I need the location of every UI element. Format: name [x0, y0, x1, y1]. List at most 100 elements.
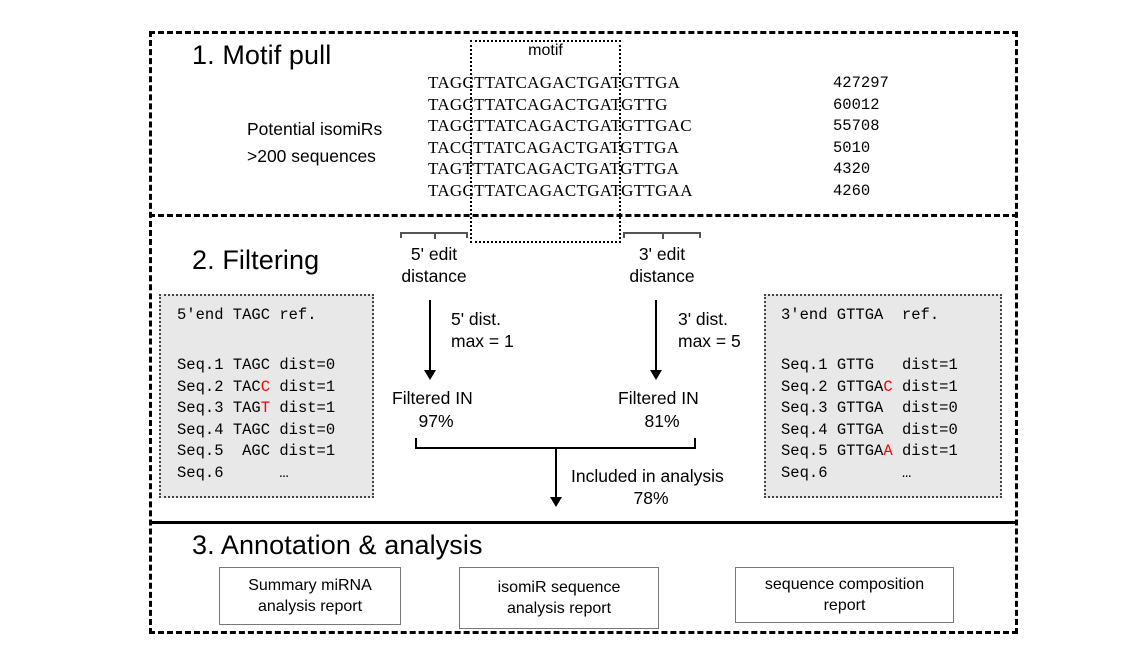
alignment-row-seq: TAG: [232, 399, 261, 417]
bracket-5prime-label-line1: 5' edit: [410, 244, 458, 264]
section-title-motif-pull: 1. Motif pull: [192, 40, 332, 70]
arrow-5prime-label-line1: 5' dist.: [451, 309, 502, 329]
alignment-row: Seq.6 …: [781, 463, 958, 485]
alignment-row-id: Seq.6: [177, 463, 233, 482]
report-box-line2: analysis report: [257, 598, 363, 615]
alignment-row-seq: GTTGA: [836, 420, 884, 439]
alignment-row-gap: [270, 378, 279, 396]
filtered-in-3prime-label: Filtered IN: [618, 388, 699, 408]
alignment-row-dist: dist=0: [279, 356, 336, 374]
alignment-row-gap: [270, 356, 279, 374]
potential-isomirs-line2: >200 sequences: [247, 146, 376, 166]
report-box-sequence-composition[interactable]: sequence composition report: [735, 567, 954, 623]
report-box-line1: sequence composition: [764, 576, 925, 593]
bracket-3prime-label-line1: 3' edit: [638, 244, 686, 264]
report-box-line2: report: [823, 597, 866, 614]
report-box-line1: Summary miRNA: [248, 577, 372, 594]
potential-isomirs-line1: Potential isomiRs: [247, 119, 383, 139]
alignment-row: Seq.1 TAGC dist=0: [177, 355, 335, 377]
alignment-row-gap: [233, 464, 280, 482]
alignment-row-seq: AGC: [232, 442, 271, 460]
alignment-row-seq: GTTGA: [836, 399, 884, 417]
code-box-5prime-end: [159, 294, 374, 498]
alignment-row-gap: [837, 464, 902, 482]
arrow-3prime-filter: [644, 300, 668, 380]
motif-label: motif: [528, 42, 563, 59]
alignment-row: Seq.5 AGC dist=1: [177, 441, 335, 463]
divider-section2-section3: [149, 521, 1018, 524]
filtered-in-5prime-label: Filtered IN: [392, 388, 473, 408]
filtered-in-5prime-value: 97%: [418, 411, 454, 431]
alignment-row-id: Seq.3: [781, 399, 837, 417]
alignment-row-id: Seq.4: [781, 420, 837, 439]
alignment-row: Seq.2 GTTGAC dist=1: [781, 377, 958, 399]
alignment-row: Seq.1 GTTG dist=1: [781, 355, 958, 377]
report-box-text: sequence composition report: [765, 574, 924, 616]
alignment-row: Seq.4 GTTGA dist=0: [781, 420, 958, 442]
code-box-3prime-header: 3'end GTTGA ref.: [781, 306, 940, 324]
included-in-analysis-label: Included in analysis: [571, 466, 724, 486]
alignment-row-dist: …: [279, 463, 289, 482]
alignment-row-seq: TAGC: [232, 356, 271, 374]
alignment-row-dist: …: [901, 463, 912, 482]
alignment-row-gap: [883, 399, 902, 417]
alignment-row-dist: dist=1: [279, 377, 336, 396]
alignment-row-id: Seq.5: [177, 442, 233, 460]
alignment-row-id: Seq.2: [177, 377, 233, 396]
report-box-line1: isomiR sequence: [497, 579, 621, 596]
arrow-3prime-label-line2: max = 5: [678, 331, 741, 351]
motif-count-list: 427297 60012 55708 5010 4320 4260: [833, 74, 889, 200]
alignment-row-gap: [893, 442, 902, 460]
alignment-row-dist: dist=1: [901, 442, 958, 460]
alignment-row-id: Seq.2: [781, 377, 837, 396]
merge-bracket-filters: [415, 437, 696, 449]
alignment-row-seq: GTTG: [836, 356, 884, 374]
alignment-row: Seq.2 TACC dist=1: [177, 377, 335, 399]
alignment-row: Seq.3 GTTGA dist=0: [781, 398, 958, 420]
alignment-row-id: Seq.4: [177, 420, 233, 439]
alignment-row-gap: [883, 421, 902, 439]
arrow-included-in-analysis: [544, 449, 568, 507]
alignment-row: Seq.4 TAGC dist=0: [177, 420, 335, 442]
bracket-3prime-edit-distance: [623, 232, 701, 240]
motif-region-box: [470, 40, 621, 243]
alignment-row-dist: dist=1: [279, 399, 336, 417]
arrow-3prime-label-line1: 3' dist.: [678, 309, 729, 329]
alignment-row: Seq.6 …: [177, 463, 335, 485]
alignment-row-dist: dist=1: [279, 442, 336, 460]
section-title-filtering: 2. Filtering: [192, 245, 320, 275]
alignment-row-gap: [883, 356, 902, 374]
alignment-row-id: Seq.6: [781, 463, 837, 482]
arrow-5prime-filter: [418, 300, 442, 380]
alignment-row-id: Seq.3: [177, 399, 233, 417]
bracket-5prime-label-line2: distance: [401, 266, 467, 286]
alignment-row-id: Seq.5: [781, 442, 837, 460]
alignment-row-dist: dist=0: [279, 420, 336, 439]
divider-section1-section2: [149, 214, 1018, 217]
motif-sequence-list: TAGCTTATCAGACTGATGTTGA TAGCTTATCAGACTGAT…: [428, 73, 693, 200]
alignment-row: Seq.3 TAGT dist=1: [177, 398, 335, 420]
alignment-row-id: Seq.1: [177, 356, 233, 374]
included-in-analysis-value: 78%: [633, 488, 669, 508]
filtered-in-3prime-value: 81%: [644, 411, 680, 431]
report-box-text: Summary miRNA analysis report: [248, 575, 372, 617]
report-box-summary-mirna[interactable]: Summary miRNA analysis report: [219, 567, 401, 625]
section-title-annotation: 3. Annotation & analysis: [192, 530, 483, 560]
alignment-row-mismatch: C: [883, 377, 893, 396]
code-box-3prime-end: [764, 294, 1002, 498]
arrow-5prime-label-line2: max = 1: [451, 331, 514, 351]
alignment-row-gap: [270, 421, 279, 439]
bracket-3prime-label-line2: distance: [629, 266, 695, 286]
alignment-row-gap: [270, 442, 279, 460]
alignment-row-dist: dist=0: [901, 420, 958, 439]
alignment-row-mismatch: A: [883, 442, 893, 460]
alignment-row-seq: GTTGA: [836, 377, 884, 396]
alignment-row-gap: [893, 378, 902, 396]
code-box-5prime-header: 5'end TAGC ref.: [177, 306, 317, 324]
alignment-row-seq: GTTGA: [836, 442, 884, 460]
